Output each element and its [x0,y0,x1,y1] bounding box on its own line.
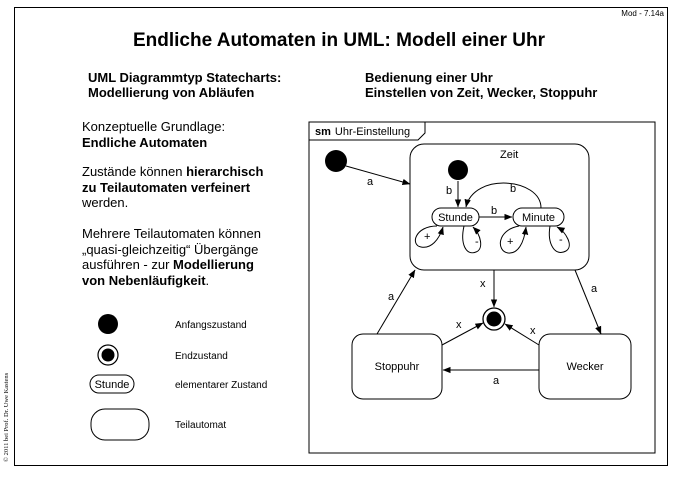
legend-initial-label: Anfangszustand [175,320,247,331]
state-wecker-label: Wecker [566,361,603,373]
slide-id: Mod - 7.14a [621,9,664,18]
p3-line2: „quasi-gleichzeitig“ Übergänge [82,241,259,257]
initial-state-inner [448,160,468,180]
p2-line1-b: hierarchisch [186,164,264,179]
paragraph-basis: Konzeptuelle Grundlage: Endliche Automat… [82,119,225,150]
loop-stunde-plus [414,225,444,248]
state-zeit [409,143,590,271]
header-right: Bedienung einer Uhr Einstellen von Zeit,… [365,70,597,100]
label-x-wecker: x [530,325,536,337]
loop-minute-plus [499,225,529,254]
label-a-stoppuhr-zeit: a [388,291,395,303]
loop-stunde-minus [462,225,482,254]
p1-line1: Konzeptuelle Grundlage: [82,119,226,134]
p2-line1: Zustände können hierarchisch [82,164,263,180]
legend-graphics: Stunde Anfangszustand Endzustand element… [89,314,267,441]
paragraph-concurrency: Mehrere Teilautomaten können „quasi-glei… [82,226,261,288]
p3-line4-b: . [205,272,210,288]
slide-frame [14,7,668,466]
p3-line3-a: ausführen - zur [82,257,174,272]
header-left: UML Diagrammtyp Statecharts: Modellierun… [88,70,281,100]
label-a-zeit-wecker: a [591,283,598,295]
transition-wecker-final [504,323,540,346]
legend-final-state-dot [101,348,115,362]
label-minute-minus: - [559,234,563,246]
initial-state-outer [325,150,347,172]
p3-line4-a: von Nebenläufigkeit [82,272,206,288]
p3-line1: Mehrere Teilautomaten können [82,226,261,241]
diagram-frame [308,121,656,454]
frame-name: Uhr-Einstellung [335,126,410,138]
legend-state-symbol [89,374,135,394]
state-stoppuhr [351,333,443,400]
copyright-notice: © 2011 bei Prof. Dr. Uwe Kastens [3,372,10,462]
slide-title: Endliche Automaten in UML: Modell einer … [132,30,546,51]
transition-minute-stunde [464,182,542,209]
frame-keyword: sm [315,126,331,138]
legend-substate-label: Teilautomat [175,420,226,431]
label-x-stoppuhr: x [456,319,462,331]
p3-line3: ausführen - zur Modellierung [82,257,261,273]
header-left-line1: UML Diagrammtyp Statecharts: [88,70,282,85]
header-right-line2: Einstellen von Zeit, Wecker, Stoppuhr [365,85,598,100]
state-zeit-label: Zeit [500,149,518,161]
label-stunde-minus: - [475,236,479,248]
state-stunde-label: Stunde [438,212,473,224]
label-b-initial: b [446,185,452,197]
legend-state-example: Stunde [95,379,130,391]
transition-zeit-wecker [574,269,602,335]
state-stoppuhr-label: Stoppuhr [375,361,420,373]
label-minute-plus: + [507,236,513,248]
transition-stoppuhr-zeit [376,269,416,335]
header-right-line1: Bedienung einer Uhr [365,70,493,85]
state-wecker [538,333,632,400]
label-x-zeit: x [480,278,486,290]
p2-line1-a: Zustände können [82,164,187,179]
p3-line4: von Nebenläufigkeit. [82,273,261,289]
diagram-frame-tab [309,122,426,141]
diagram-frame-label: sm Uhr-Einstellung [315,126,410,138]
state-minute-label: Minute [522,212,555,224]
p3-line3-b: Modellierung [173,257,254,272]
header-left-line2: Modellierung von Abläufen [88,85,255,100]
final-state-dot [486,311,502,327]
label-a-wecker-stoppuhr: a [493,375,500,387]
p2-line2: zu Teilautomaten verfeinert [82,179,251,195]
legend-final-label: Endzustand [175,351,228,362]
transition-initial-zeit [345,165,411,186]
paragraph-hierarchy: Zustände können hierarchisch zu Teilauto… [82,164,263,211]
loop-minute-minus [548,225,570,253]
p1-line2: Endliche Automaten [82,134,208,150]
label-stunde-plus: + [424,231,430,243]
label-b-stunde-minute: b [491,205,497,217]
label-a-initial: a [367,176,374,188]
legend-initial-state-symbol [98,314,118,334]
p2-line3: werden. [82,195,129,210]
legend-state-label: elementarer Zustand [175,380,267,391]
state-minute [512,207,565,227]
label-b-minute-stunde: b [510,183,516,195]
legend-substate-symbol [90,408,150,441]
transition-stoppuhr-final [441,322,484,346]
